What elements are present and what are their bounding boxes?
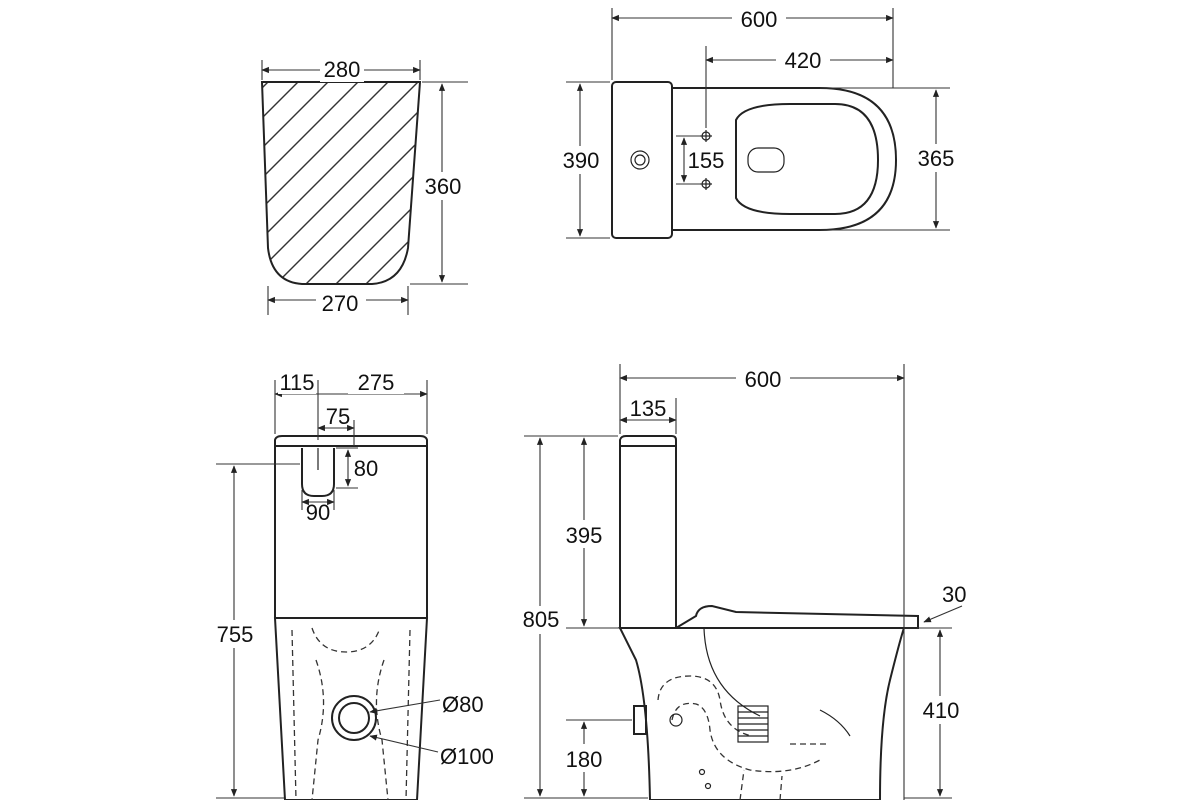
bowl-overall-length-label: 600 <box>741 7 778 32</box>
bowl-plan-outline <box>672 87 898 231</box>
tank-top-view: 280 270 360 <box>260 56 468 316</box>
button-height-label: 80 <box>354 456 378 481</box>
bowl-top-view: 600 420 390 365 155 <box>558 4 962 239</box>
side-cistern <box>619 435 677 629</box>
outlet-outer-diameter-label: Ø100 <box>440 744 494 769</box>
outlet-outer <box>331 695 377 741</box>
button-offset-label: 75 <box>326 404 350 429</box>
cistern-depth-label: 390 <box>563 148 600 173</box>
side-overall-length-label: 600 <box>745 367 782 392</box>
seat-thickness-label: 30 <box>942 582 966 607</box>
tank-width-top-label: 280 <box>324 57 361 82</box>
front-view: 115 275 75 80 90 755 Ø80 Ø100 <box>210 370 494 800</box>
front-offset-left-label: 115 <box>279 370 314 395</box>
bowl-opening <box>735 103 880 215</box>
seat-hinge <box>747 147 785 173</box>
outlet-inner-diameter-label: Ø80 <box>442 692 484 717</box>
tank-height-label: 360 <box>425 174 462 199</box>
front-offset-right-label: 275 <box>358 370 395 395</box>
bolt-to-back-label: 420 <box>785 48 822 73</box>
seat-lid <box>672 604 919 629</box>
trap-grid <box>737 705 769 743</box>
outlet-inner <box>338 702 370 734</box>
front-cistern <box>274 435 428 619</box>
tank-section-hatch <box>262 82 420 284</box>
bowl-width-label: 365 <box>918 146 955 171</box>
tank-width-bottom-label: 270 <box>322 291 359 316</box>
side-total-height-label: 805 <box>523 607 560 632</box>
side-cistern-height-label: 395 <box>566 523 603 548</box>
button-width-label: 90 <box>306 500 330 525</box>
bolt-hole-icon <box>700 130 712 190</box>
seat-height-label: 410 <box>923 698 960 723</box>
front-total-height-label: 755 <box>217 622 254 647</box>
tank-outline <box>260 81 422 285</box>
bolt-spacing-label: 155 <box>688 148 725 173</box>
flush-button-plan <box>630 150 650 170</box>
cistern-plan <box>611 81 673 239</box>
front-pedestal <box>273 617 429 800</box>
flush-button-recess <box>301 448 335 497</box>
side-bowl-body <box>618 627 906 800</box>
outlet-height-label: 180 <box>566 747 603 772</box>
side-outlet <box>633 705 647 735</box>
side-view: 600 135 805 395 180 410 30 <box>518 364 966 800</box>
side-cistern-depth-label: 135 <box>630 396 667 421</box>
